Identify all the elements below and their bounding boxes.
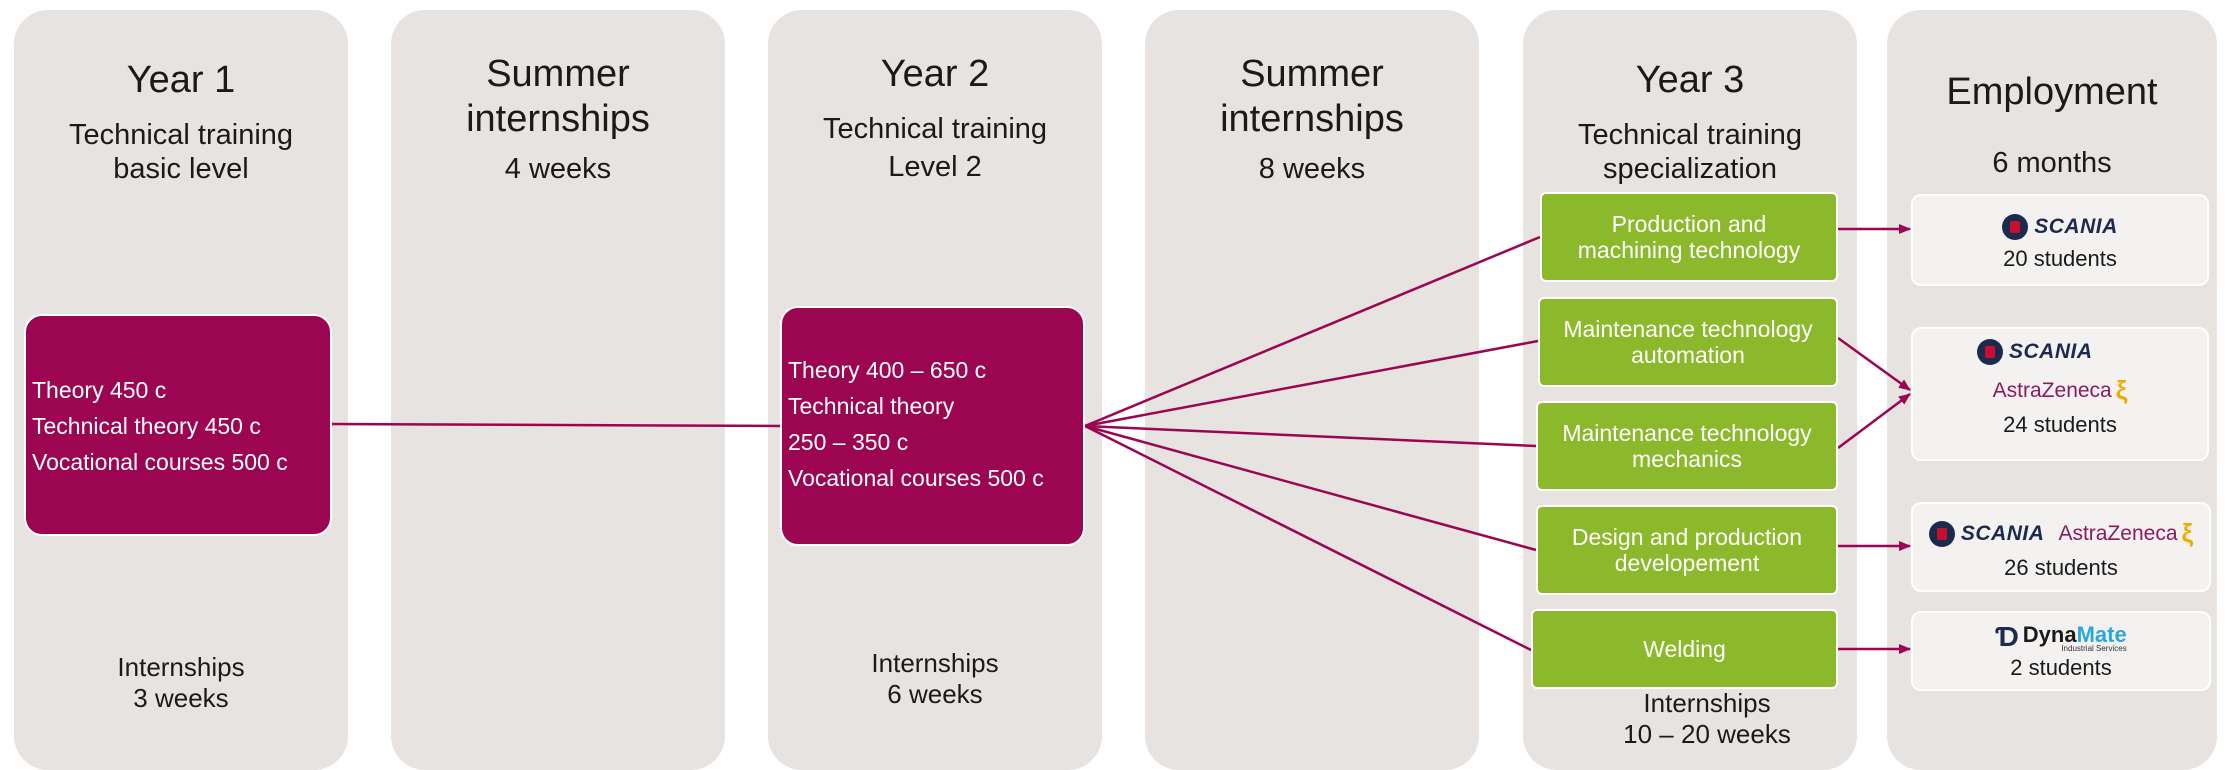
employer-box-1: SCANIA 20 students <box>1911 194 2209 286</box>
year-2-title: Year 2 <box>880 53 990 95</box>
arrow-automation-employer <box>1837 336 1911 392</box>
dynamate-logo: Ɗ DynaMate Industrial Services <box>1995 621 2127 653</box>
year-1-title: Year 1 <box>126 59 236 101</box>
spec-maintenance-automation: Maintenance technology automation <box>1538 297 1838 387</box>
dynamate-d-icon: Ɗ <box>1995 621 2019 652</box>
scania-badge-icon <box>1977 339 2003 365</box>
year-3-internships: Internships 10 – 20 weeks <box>1623 688 1791 749</box>
connector-lines <box>329 224 1911 654</box>
year-1-subtitle: Technical training basic level <box>68 119 294 186</box>
employer-box-2: SCANIA AstraZeneca ξ 24 students <box>1911 327 2209 461</box>
summer-1-title: Summer internships <box>466 53 650 140</box>
employer-students: 2 students <box>2010 655 2112 680</box>
year-2-courses-box: Theory 400 – 650 c Technical theory 250 … <box>780 306 1085 546</box>
year-2-course-line: 250 – 350 c <box>788 429 909 455</box>
spec-production-machining: Production and machining technology <box>1540 192 1838 282</box>
connector-to-automation <box>1084 339 1539 428</box>
year-2-subtitle: Technical training Level 2 <box>822 113 1048 184</box>
employment-duration: 6 months <box>1992 147 2112 179</box>
scania-logo: SCANIA <box>1928 520 2045 547</box>
scania-badge-icon <box>1928 520 1955 547</box>
year-2-internships: Internships 6 weeks <box>871 648 999 709</box>
year-2-course-line: Vocational courses 500 c <box>788 465 1044 491</box>
astrazeneca-logo: AstraZeneca ξ <box>1992 375 2128 405</box>
column-summer-internships-2 <box>1145 10 1479 770</box>
connector-year1-year2 <box>329 422 781 428</box>
arrow-mechanics-employer <box>1837 393 1911 449</box>
year-3-subtitle: Technical training specialization <box>1577 119 1803 186</box>
year-1-internships: Internships 3 weeks <box>117 652 245 713</box>
year-2-course-line: Theory 400 – 650 c <box>788 357 987 383</box>
summer-2-duration: 8 weeks <box>1258 153 1366 185</box>
employment-title: Employment <box>1946 71 2158 113</box>
connector-to-design <box>1084 424 1537 552</box>
year-1-course-line: Technical theory 450 c <box>32 413 261 439</box>
year-3-title: Year 3 <box>1635 59 1745 101</box>
connector-to-welding <box>1084 424 1532 652</box>
employer-students: 24 students <box>2003 412 2117 437</box>
connector-to-mechanics <box>1084 424 1537 448</box>
spec-welding: Welding <box>1531 609 1838 689</box>
scania-logo: SCANIA <box>1913 339 2207 365</box>
scania-badge-icon <box>2002 214 2029 240</box>
year-1-course-line: Theory 450 c <box>32 377 167 403</box>
connector-to-production <box>1084 235 1541 428</box>
employer-box-4: Ɗ DynaMate Industrial Services 2 student… <box>1911 611 2211 691</box>
spec-maintenance-mechanics: Maintenance technology mechanics <box>1536 401 1838 491</box>
summer-2-title: Summer internships <box>1220 53 1404 140</box>
employer-students: 20 students <box>2003 246 2117 271</box>
employer-box-3: SCANIA AstraZeneca ξ 26 students <box>1911 502 2211 592</box>
column-summer-internships-1 <box>391 10 725 770</box>
scania-logo: SCANIA <box>1913 214 2207 240</box>
astrazeneca-mark-icon: ξ <box>2181 518 2194 548</box>
year-1-course-line: Vocational courses 500 c <box>32 449 288 475</box>
spec-design-production: Design and production developement <box>1536 505 1838 595</box>
astrazeneca-mark-icon: ξ <box>2115 375 2128 405</box>
summer-1-duration: 4 weeks <box>504 153 612 185</box>
year-2-course-line: Technical theory <box>788 393 955 419</box>
year-1-courses-box: Theory 450 c Technical theory 450 c Voca… <box>24 314 332 536</box>
astrazeneca-logo: AstraZeneca ξ <box>2058 518 2194 548</box>
employer-students: 26 students <box>2004 555 2118 580</box>
